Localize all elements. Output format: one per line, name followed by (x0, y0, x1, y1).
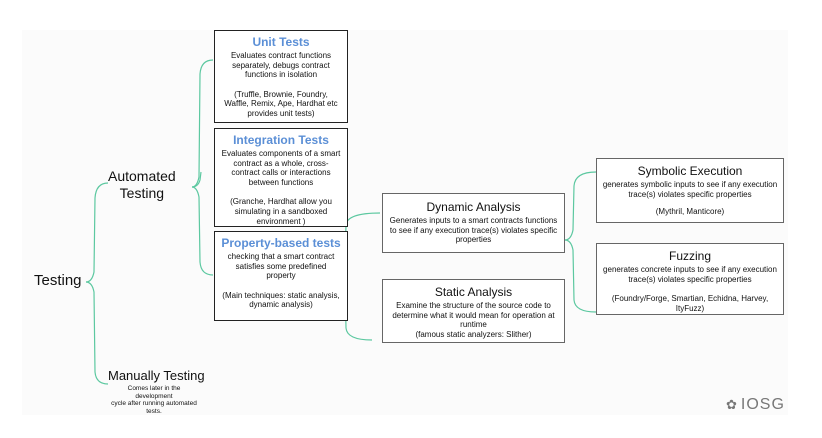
fuzzing-box: Fuzzing generates concrete inputs to see… (596, 243, 784, 315)
integration-tests-box: Integration Tests Evaluates components o… (214, 128, 348, 227)
property-tests-tools: (Main techniques: static analysis, dynam… (222, 290, 340, 310)
unit-tests-tools: (Truffle, Brownie, Foundry, Waffle, Remi… (224, 89, 338, 118)
symbolic-execution-tools: (Mythril, Manticore) (655, 207, 725, 217)
manually-testing-desc: Comes later in the development cycle aft… (111, 385, 197, 415)
integration-tests-title: Integration Tests (233, 133, 329, 147)
static-analysis-title: Static Analysis (434, 285, 513, 299)
symbolic-execution-desc: generates symbolic inputs to see if any … (602, 180, 778, 199)
property-tests-box: Property-based tests checking that a sma… (214, 231, 348, 321)
unit-tests-box: Unit Tests Evaluates contract functions … (214, 30, 348, 123)
testing-label: Testing (34, 272, 82, 289)
watermark-text: IOSG (740, 396, 785, 413)
dynamic-analysis-desc: Generates inputs to a smart contracts fu… (389, 216, 558, 245)
integration-tests-desc: Evaluates components of a smart contract… (221, 149, 341, 187)
integration-tests-tools: (Granche, Hardhat allow you simulating i… (230, 197, 332, 226)
property-tests-title: Property-based tests (221, 236, 341, 250)
automated-testing-label: Automated Testing (108, 168, 176, 201)
unit-tests-desc: Evaluates contract functions separately,… (230, 51, 332, 80)
fuzzing-title: Fuzzing (668, 249, 712, 263)
static-analysis-desc: Examine the structure of the source code… (392, 301, 555, 339)
fuzzing-desc: generates concrete inputs to see if any … (603, 265, 777, 284)
property-tests-desc: checking that a smart contract satisfies… (227, 252, 335, 281)
unit-tests-title: Unit Tests (252, 35, 310, 49)
symbolic-execution-title: Symbolic Execution (637, 164, 743, 178)
symbolic-execution-box: Symbolic Execution generates symbolic in… (596, 158, 784, 223)
static-analysis-box: Static Analysis Examine the structure of… (382, 279, 565, 343)
wechat-icon: ✿ (726, 397, 738, 412)
dynamic-analysis-title: Dynamic Analysis (426, 200, 521, 214)
iosg-watermark: ✿IOSG (726, 396, 785, 414)
manually-testing-label: Manually Testing (108, 368, 205, 383)
dynamic-analysis-box: Dynamic Analysis Generates inputs to a s… (382, 193, 565, 253)
fuzzing-tools: (Foundry/Forge, Smartian, Echidna, Harve… (611, 294, 769, 313)
